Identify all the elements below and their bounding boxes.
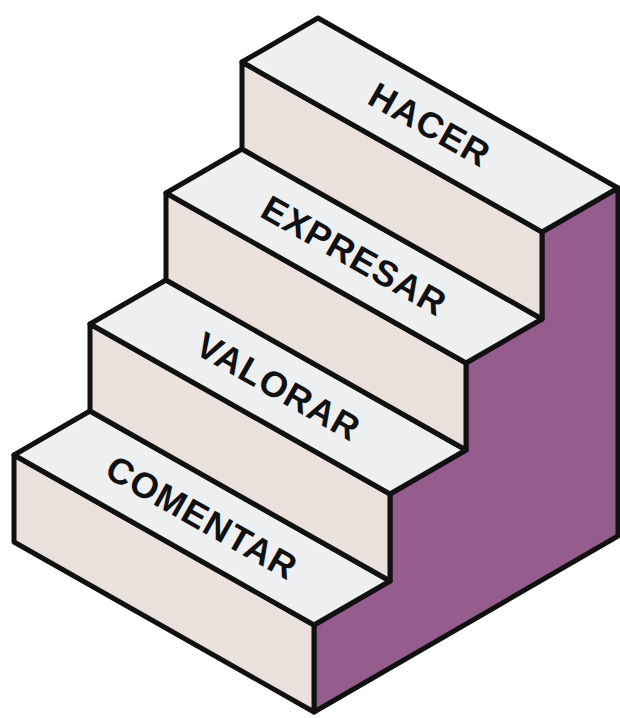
stair-step bbox=[242, 18, 618, 319]
stair-tread bbox=[242, 18, 618, 232]
